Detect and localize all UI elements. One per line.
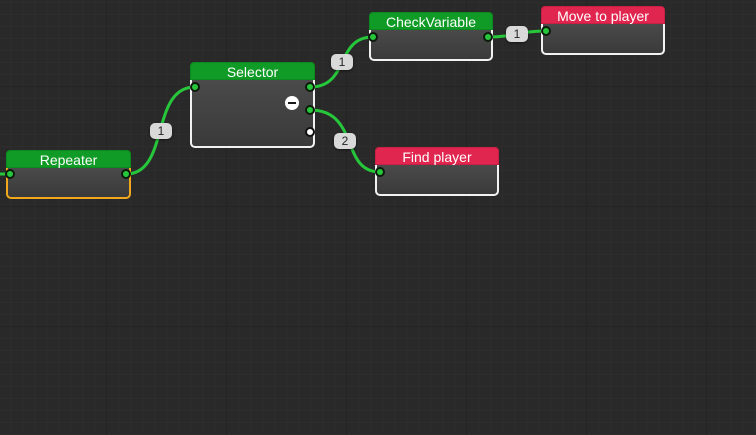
node-repeater-output-port[interactable] (121, 169, 131, 179)
node-check-variable[interactable]: CheckVariable (369, 12, 493, 61)
node-repeater[interactable]: Repeater (6, 150, 131, 199)
node-selector-add-port[interactable] (305, 127, 315, 137)
node-selector[interactable]: Selector (190, 62, 315, 148)
node-find-player-input-port[interactable] (375, 167, 385, 177)
connection-badge-repeater-selector[interactable]: 1 (150, 123, 172, 139)
connection-badge-selector-check-variable[interactable]: 1 (331, 54, 353, 70)
node-move-to-player-title: Move to player (541, 6, 665, 24)
node-check-variable-input-port[interactable] (368, 32, 378, 42)
remove-port-icon[interactable] (285, 96, 299, 110)
node-move-to-player[interactable]: Move to player (541, 6, 665, 55)
node-check-variable-title: CheckVariable (369, 12, 493, 30)
node-check-variable-output-port[interactable] (483, 32, 493, 42)
node-move-to-player-input-port[interactable] (541, 26, 551, 36)
node-find-player[interactable]: Find player (375, 147, 499, 196)
node-find-player-title: Find player (375, 147, 499, 165)
node-find-player-body[interactable] (375, 165, 499, 196)
connection-badge-check-variable-move-to-player[interactable]: 1 (506, 26, 528, 42)
node-repeater-title: Repeater (6, 150, 131, 168)
node-selector-title: Selector (190, 62, 315, 80)
node-move-to-player-body[interactable] (541, 24, 665, 55)
node-check-variable-body[interactable] (369, 30, 493, 61)
node-selector-input-port[interactable] (190, 82, 200, 92)
node-selector-output-port-2[interactable] (305, 105, 315, 115)
connection-badge-selector-find-player[interactable]: 2 (334, 133, 356, 149)
node-selector-output-port-1[interactable] (305, 82, 315, 92)
node-repeater-body[interactable] (6, 168, 131, 199)
node-selector-body[interactable] (190, 80, 315, 148)
node-repeater-input-port[interactable] (5, 169, 15, 179)
